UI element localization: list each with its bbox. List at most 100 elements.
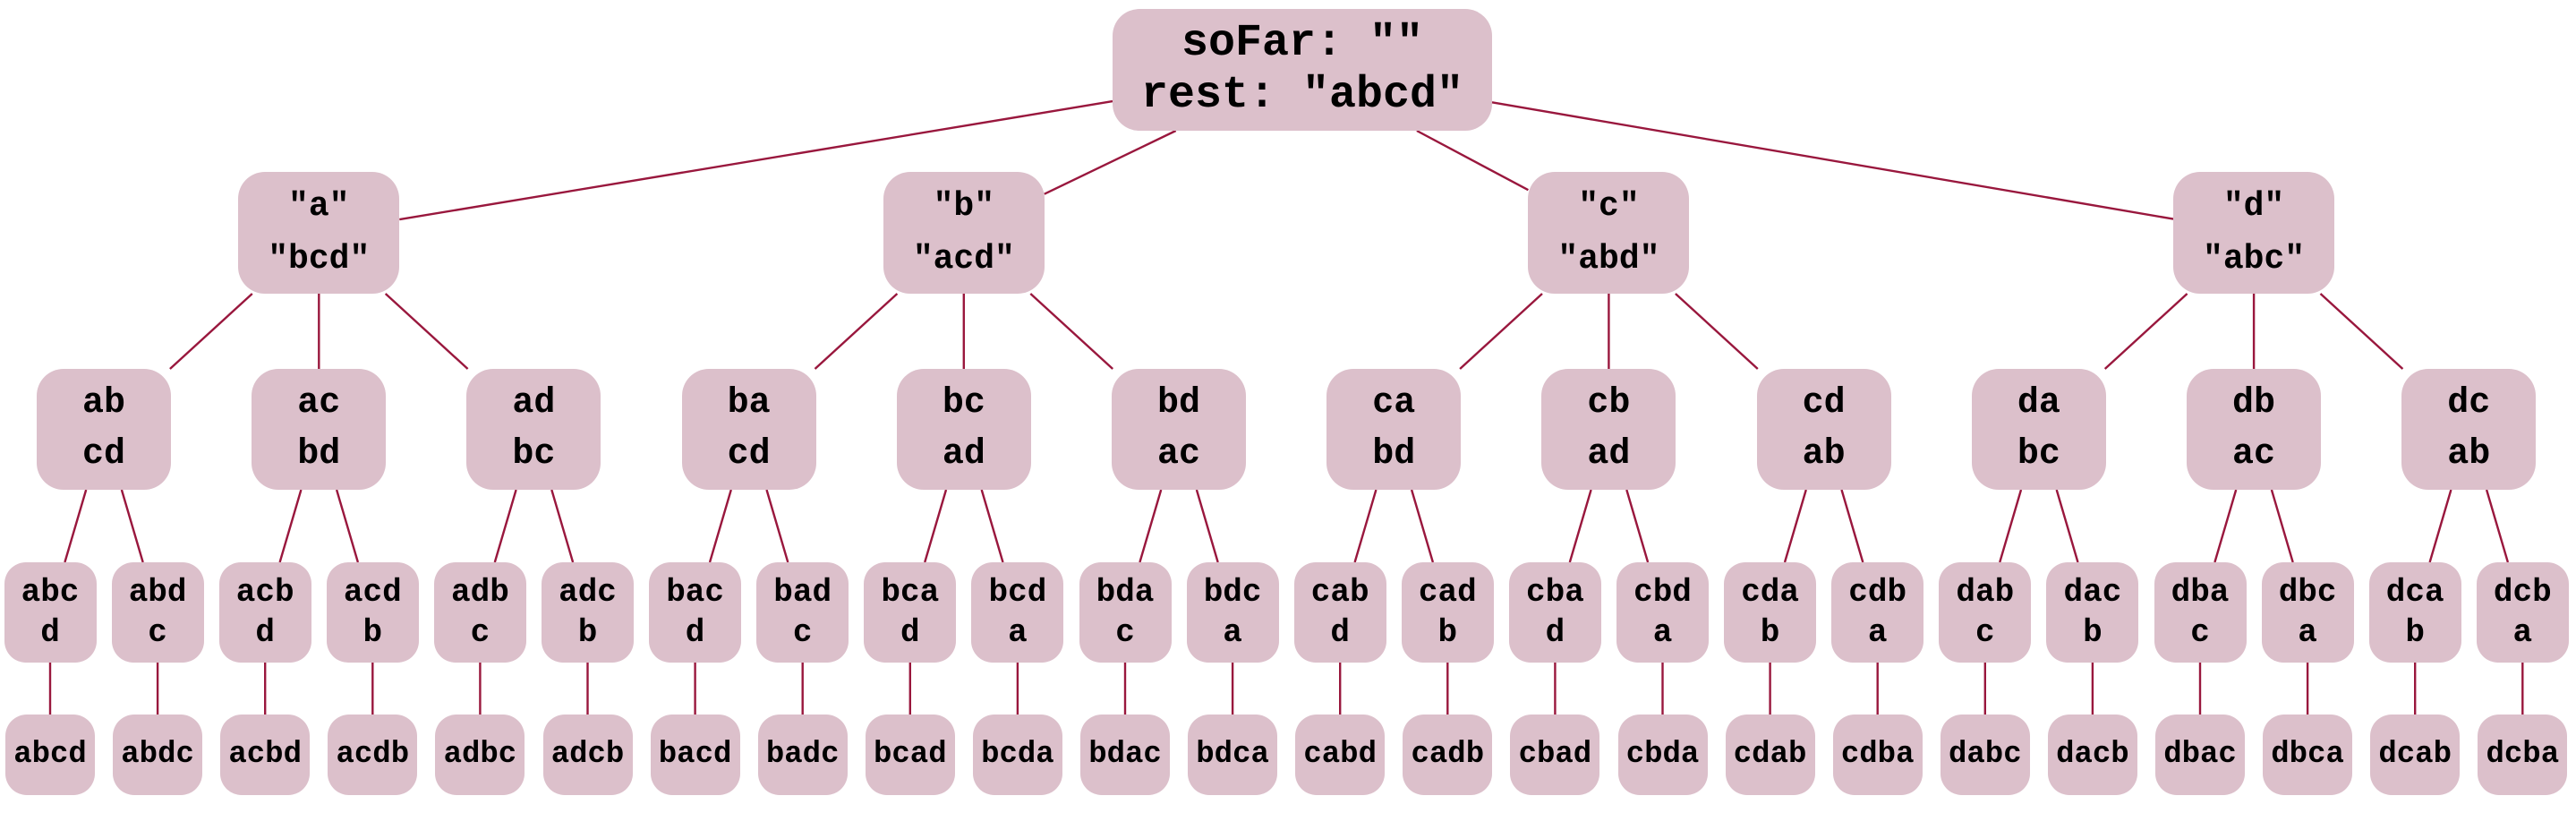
node-text-line: d <box>1330 613 1350 651</box>
node-text-line: rest: "abcd" <box>1140 70 1464 121</box>
node-dbca: dbca <box>2263 715 2353 795</box>
node-bdca: bdca <box>1188 715 1278 795</box>
node-text-line: ba <box>727 383 771 424</box>
tree-edge <box>1675 293 1759 370</box>
node-text-line: ca <box>1372 383 1416 424</box>
node-text-line: badc <box>765 737 840 772</box>
node-text-line: "c" <box>1578 186 1640 226</box>
node-text-line: ad <box>942 434 985 475</box>
node-text-line: cbad <box>1518 737 1592 772</box>
node-text-line: dca <box>2385 574 2444 612</box>
node-text-line: cab <box>1310 574 1369 612</box>
tree-edge <box>1410 489 1435 563</box>
tree-edge <box>1029 293 1114 370</box>
node-text-line: b <box>1760 613 1780 651</box>
node-cdab: cdab <box>1725 715 1815 795</box>
node-text-line: "d" <box>2222 186 2285 226</box>
node-text-line: a <box>1867 613 1888 651</box>
node-text-line: acb <box>235 574 294 612</box>
tree-edge <box>1840 489 1864 563</box>
node-text-line: c <box>470 613 490 651</box>
node-text-line: d <box>1545 613 1565 651</box>
node-bdac: bdac <box>1080 715 1170 795</box>
node-text-line: bc <box>512 434 556 475</box>
tree-edge <box>2055 489 2079 563</box>
node-text-line: ac <box>2232 434 2276 475</box>
node-a: "a""bcd" <box>238 172 400 294</box>
node-c: "c""abd" <box>1528 172 1690 294</box>
node-text-line: bda <box>1096 574 1155 612</box>
tree-edge <box>493 489 517 563</box>
node-text-line: dcab <box>2378 737 2452 772</box>
node-text-line: dacb <box>2056 737 2129 772</box>
node-cbda: cbda <box>1617 715 1708 795</box>
tree-edge <box>1416 129 1529 192</box>
node-dcab: dcab <box>2370 715 2461 795</box>
tree-edge <box>1783 489 1807 563</box>
node-text-line: a <box>1652 613 1673 651</box>
node-text-line: bdac <box>1088 737 1162 772</box>
node-text-line: bd <box>1157 383 1201 424</box>
node-text-line: c <box>148 613 167 651</box>
node-text-line: d <box>900 613 920 651</box>
node-text-line: adbc <box>443 737 517 772</box>
tree-edge <box>2485 489 2510 563</box>
node-text-line: bcd <box>988 574 1047 612</box>
tree-edge <box>384 293 469 370</box>
node-acdb: acdb <box>328 715 418 795</box>
node-text-line: cd <box>1802 383 1846 424</box>
node-text-line: dbac <box>2163 737 2237 772</box>
tree-edge <box>708 489 732 563</box>
tree-edge <box>1139 489 1163 563</box>
tree-edge <box>550 489 575 563</box>
node-text-line: bdc <box>1203 574 1262 612</box>
node-text-line: dabc <box>1948 737 2022 772</box>
node-text-line: cad <box>1418 574 1477 612</box>
node-text-line: c <box>1115 613 1135 651</box>
tree-edge <box>120 489 144 563</box>
tree-edge <box>64 489 88 563</box>
node-text-line: "b" <box>933 186 995 226</box>
node-bcad: bcad <box>865 715 955 795</box>
tree-edge <box>1195 489 1219 563</box>
node-adcb: adcb <box>542 715 633 795</box>
tree-edge <box>1459 293 1543 370</box>
node-text-line: ad <box>512 383 556 424</box>
node-text-line: a <box>1223 613 1242 651</box>
node-text-line: abdc <box>121 737 194 772</box>
node-text-line: cdab <box>1733 737 1807 772</box>
tree-edge <box>2319 293 2404 370</box>
node-text-line: "a" <box>288 186 350 226</box>
node-ad: ad bc <box>466 369 601 490</box>
node-text-line: a <box>2512 613 2533 651</box>
node-bacd: bacd <box>650 715 740 795</box>
node-text-line: dbca <box>2271 737 2344 772</box>
node-text-line: bca <box>881 574 940 612</box>
node-text-line: cd <box>727 434 771 475</box>
node-text-line: dab <box>1956 574 2015 612</box>
node-text-line: acbd <box>228 737 302 772</box>
node-text-line: abd <box>128 574 187 612</box>
node-text-line: a <box>2298 613 2317 651</box>
node-text-line: abc <box>21 574 80 612</box>
node-dcba: dcba <box>2478 715 2568 795</box>
node-text-line: cadb <box>1411 737 1485 772</box>
